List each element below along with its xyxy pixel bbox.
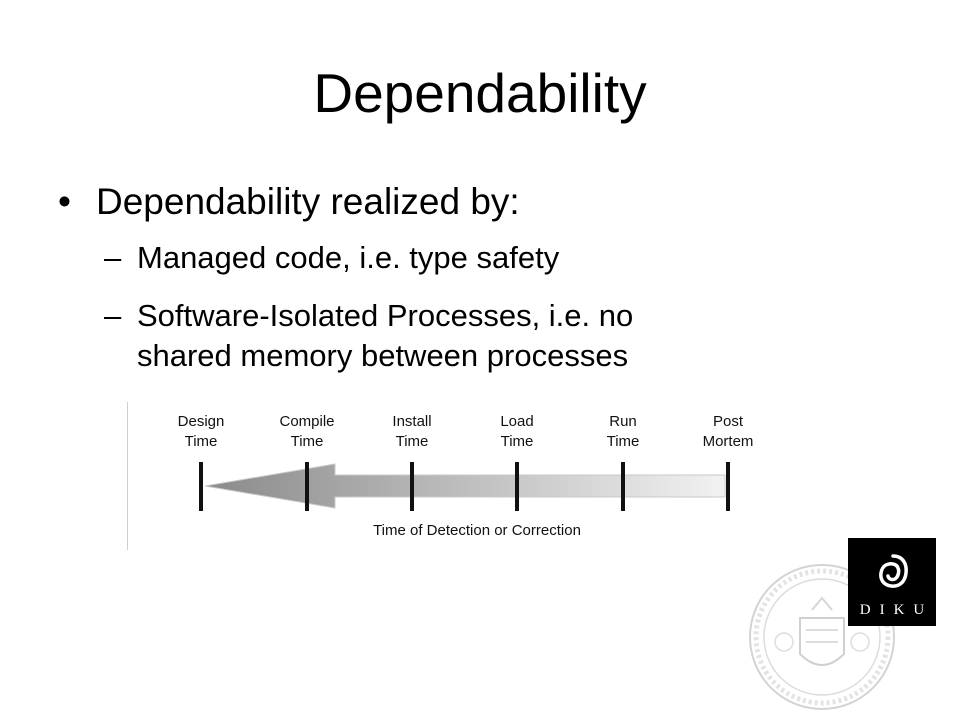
stage-tick [410, 462, 414, 511]
subbullet-text: Software-Isolated Processes, i.e. no [137, 298, 634, 333]
bullet-marker: • [58, 181, 71, 222]
stage-label: Install [392, 413, 432, 430]
stage-label: Run [609, 413, 637, 430]
stage-tick [726, 462, 730, 511]
stage-label: Time [290, 433, 324, 450]
stage-post-mortem: Post Mortem [678, 412, 778, 452]
stage-tick [305, 462, 309, 511]
stage-install-time: Install Time [362, 412, 462, 452]
stage-label: Design [177, 413, 225, 430]
stage-label: Time [184, 433, 218, 450]
stage-label: Post [712, 413, 743, 430]
slide-title: Dependability [313, 62, 647, 124]
subbullet-marker: – [104, 298, 122, 333]
stage-tick [621, 462, 625, 511]
stage-tick [199, 462, 203, 511]
stage-label: Time [500, 433, 534, 450]
diagram-edge-line [127, 402, 128, 550]
subbullet-text: Managed code, i.e. type safety [137, 240, 560, 275]
diku-logo: DIKU [848, 538, 936, 626]
timeline-diagram: Design Time Compile Time Install Time Lo… [127, 402, 767, 554]
timeline-caption: Time of Detection or Correction [373, 522, 581, 539]
university-seal-icon [749, 564, 895, 710]
stage-label: Time [606, 433, 640, 450]
stage-design-time: Design Time [151, 412, 251, 452]
bullet-text: Dependability realized by: [96, 181, 520, 222]
arrow-shape [204, 463, 726, 509]
stage-label: Compile [279, 413, 335, 430]
stage-load-time: Load Time [467, 412, 567, 452]
stage-run-time: Run Time [573, 412, 673, 452]
stage-label: Time [395, 433, 429, 450]
diku-logo-text: DIKU [859, 602, 934, 618]
stage-label: Load [500, 413, 534, 430]
stage-label: Mortem [702, 433, 754, 450]
subbullet-text-continued: shared memory between processes [137, 338, 629, 373]
diku-logo-mark-icon [879, 554, 908, 588]
timeline-arrow [204, 463, 726, 509]
stage-tick [515, 462, 519, 511]
subbullet-marker: – [104, 240, 122, 275]
bullet-list: • Dependability realized by: – Managed c… [58, 181, 634, 373]
stage-compile-time: Compile Time [257, 412, 357, 452]
